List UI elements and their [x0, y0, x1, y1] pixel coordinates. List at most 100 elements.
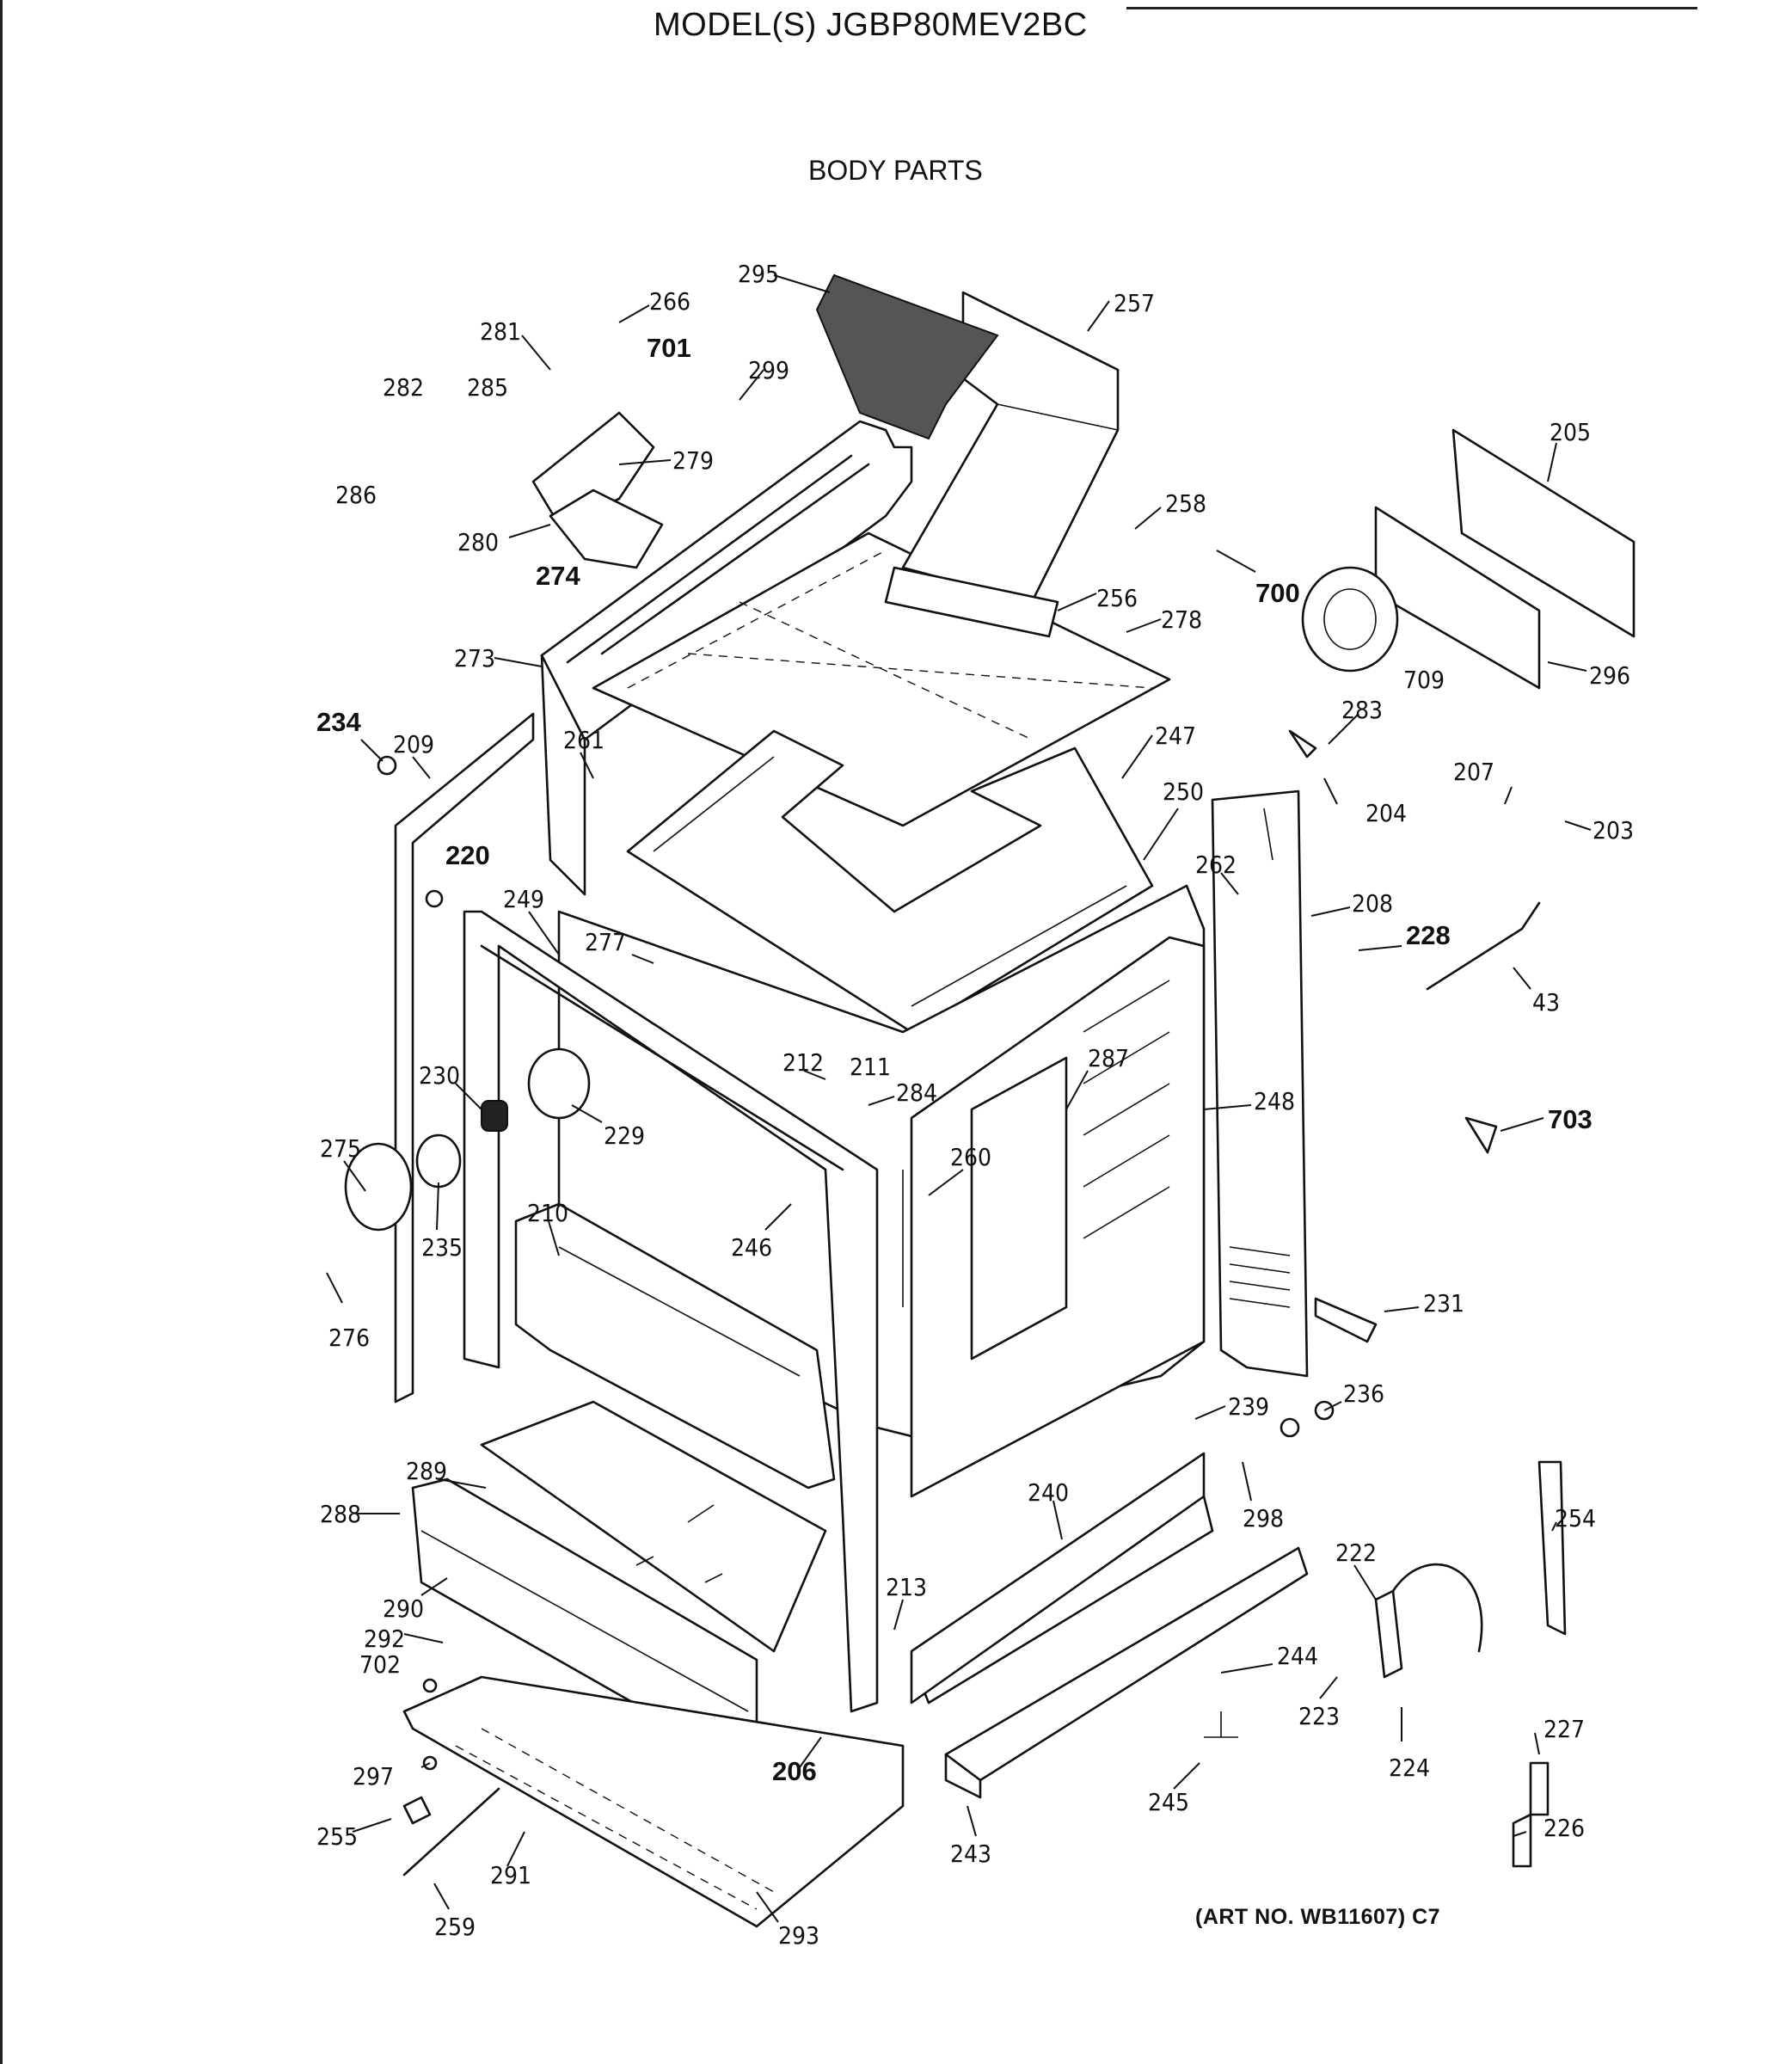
callout-284: 284 — [896, 1078, 937, 1107]
callout-213: 213 — [886, 1573, 927, 1601]
callout-292: 292 — [364, 1625, 405, 1653]
callout-262: 262 — [1195, 851, 1237, 879]
callout-250: 250 — [1163, 777, 1204, 806]
callout-288: 288 — [320, 1500, 361, 1528]
vent-disc-709 — [1301, 566, 1399, 673]
callout-234: 234 — [316, 707, 361, 737]
callout-207: 207 — [1453, 758, 1494, 786]
art-number: (ART NO. WB11607) C7 — [1195, 1905, 1441, 1929]
callout-204: 204 — [1365, 799, 1407, 827]
callout-257: 257 — [1114, 289, 1155, 317]
callout-298: 298 — [1243, 1504, 1284, 1533]
callout-278: 278 — [1161, 605, 1202, 634]
callout-240: 240 — [1028, 1478, 1069, 1507]
callout-702: 702 — [359, 1650, 401, 1679]
callout-203: 203 — [1593, 816, 1634, 845]
callout-209: 209 — [393, 730, 434, 759]
callout-256: 256 — [1096, 584, 1138, 612]
callout-235: 235 — [421, 1233, 463, 1262]
callout-274: 274 — [536, 561, 580, 591]
burner-box-279 — [531, 411, 664, 569]
callout-43: 43 — [1532, 988, 1560, 1017]
callout-254: 254 — [1555, 1504, 1596, 1533]
callout-224: 224 — [1389, 1754, 1430, 1782]
callout-297: 297 — [353, 1762, 394, 1791]
callout-227: 227 — [1543, 1715, 1585, 1743]
callout-295: 295 — [738, 260, 779, 288]
callout-287: 287 — [1088, 1044, 1129, 1072]
callout-276: 276 — [328, 1324, 370, 1352]
callout-220: 220 — [445, 840, 490, 870]
callout-700: 700 — [1255, 578, 1300, 608]
callout-299: 299 — [748, 356, 789, 384]
callout-289: 289 — [406, 1457, 447, 1485]
callout-282: 282 — [383, 373, 424, 402]
callout-206: 206 — [772, 1756, 817, 1786]
insulation-pad-295 — [815, 273, 999, 440]
callout-236: 236 — [1343, 1379, 1384, 1408]
callout-228: 228 — [1406, 920, 1451, 950]
callout-211: 211 — [850, 1053, 891, 1081]
callout-230: 230 — [419, 1061, 460, 1090]
callout-261: 261 — [563, 726, 604, 754]
top-border-rule — [1126, 7, 1697, 9]
callout-293: 293 — [778, 1921, 819, 1950]
model-title: MODEL(S) JGBP80MEV2BC — [654, 7, 1088, 43]
callout-279: 279 — [672, 446, 714, 475]
hinge-254 — [1374, 1460, 1567, 1679]
leader-lines — [326, 274, 1592, 1923]
rear-panel-205 — [1374, 428, 1636, 690]
side-trim-209 — [394, 712, 535, 1404]
callout-labels: 295 266 257 281 701 299 282 285 279 286 … — [316, 260, 1634, 1950]
callout-275: 275 — [320, 1134, 361, 1163]
callout-273: 273 — [454, 644, 495, 673]
callout-709: 709 — [1403, 666, 1445, 694]
callout-243: 243 — [950, 1840, 991, 1868]
callout-245: 245 — [1148, 1788, 1189, 1816]
callout-259: 259 — [434, 1913, 476, 1941]
oven-light-assembly — [344, 1047, 591, 1232]
broiler-drawer-pan-289 — [480, 1400, 827, 1653]
vent-duct-257 — [884, 291, 1120, 638]
callout-285: 285 — [467, 373, 508, 402]
callout-260: 260 — [950, 1143, 991, 1171]
callout-283: 283 — [1341, 696, 1383, 724]
callout-223: 223 — [1298, 1702, 1340, 1730]
callout-286: 286 — [335, 481, 377, 509]
callout-210: 210 — [527, 1199, 568, 1227]
callout-281: 281 — [480, 317, 521, 346]
front-frame-249 — [463, 910, 879, 1713]
kick-panel-240 — [910, 1452, 1309, 1799]
callout-229: 229 — [604, 1121, 645, 1150]
callout-205: 205 — [1550, 418, 1591, 446]
callout-249: 249 — [503, 885, 544, 913]
callout-277: 277 — [585, 928, 626, 956]
cabinet-top-wrapper-273 — [540, 420, 913, 896]
oven-top-plate — [626, 729, 1154, 1034]
callout-280: 280 — [457, 528, 499, 556]
callout-258: 258 — [1165, 489, 1206, 518]
callout-266: 266 — [649, 287, 690, 316]
callout-231: 231 — [1423, 1289, 1464, 1318]
small-hardware — [377, 729, 1550, 1877]
callout-291: 291 — [490, 1861, 531, 1889]
callout-222: 222 — [1335, 1539, 1377, 1567]
callout-226: 226 — [1543, 1814, 1585, 1842]
callout-703: 703 — [1548, 1104, 1593, 1134]
callout-296: 296 — [1589, 661, 1630, 690]
callout-255: 255 — [316, 1822, 358, 1851]
bottom-panel-293 — [402, 1675, 905, 1928]
callout-208: 208 — [1352, 889, 1393, 918]
callout-239: 239 — [1228, 1392, 1269, 1421]
left-border-rule — [0, 0, 3, 2064]
callout-701: 701 — [647, 333, 691, 363]
callout-212: 212 — [782, 1048, 824, 1077]
callout-290: 290 — [383, 1594, 424, 1623]
callout-244: 244 — [1277, 1642, 1318, 1670]
side-panel-208 — [1211, 789, 1309, 1378]
callout-248: 248 — [1254, 1087, 1295, 1115]
callout-246: 246 — [731, 1233, 772, 1262]
section-title: BODY PARTS — [808, 155, 983, 186]
